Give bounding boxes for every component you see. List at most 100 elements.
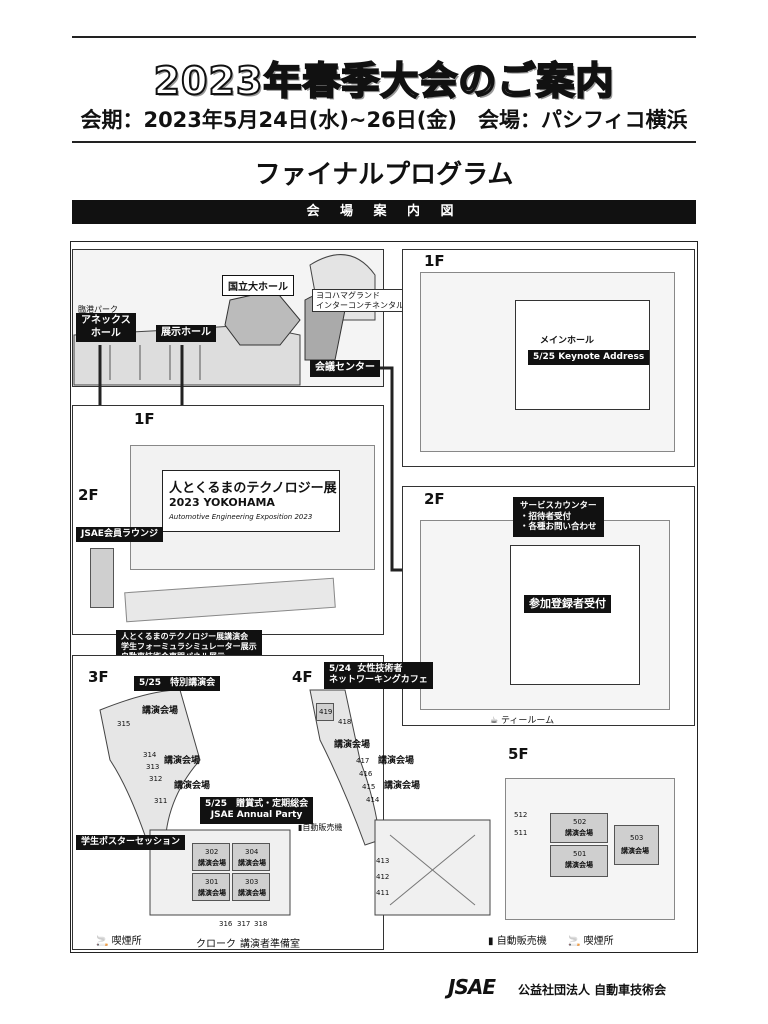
poster-session-label: 学生ポスターセッション [76, 835, 186, 851]
room-501: 501 [573, 850, 587, 858]
park-label: 臨港パーク [78, 305, 118, 314]
room-312: 312 [149, 775, 163, 783]
expo-title-box: 人とくるまのテクノロジー展 2023 YOKOHAMA Automotive E… [162, 470, 340, 532]
room-301: 301 [205, 878, 219, 886]
smoking-icon: 🚬 [96, 936, 109, 947]
page-title: 2023年春季大会のご案内 [153, 58, 615, 104]
room-302-hall: 講演会場 [198, 859, 226, 867]
right-1f-label: 1F [424, 252, 445, 270]
tea-room-label: ☕ ティールーム [490, 713, 554, 726]
room-414: 414 [366, 796, 380, 804]
main-hall-label: メインホール [540, 336, 595, 346]
5f-label: 5F [508, 745, 529, 763]
annex-hall-label: アネックス ホール [76, 313, 136, 342]
cloak-label: クローク [196, 939, 236, 950]
room-317: 317 [237, 920, 251, 928]
4f-lecture-hall-2: 講演会場 [378, 756, 415, 766]
tea-room-text: ティールーム [500, 716, 555, 726]
room-502-hall: 講演会場 [565, 829, 593, 837]
cup-icon: ☕ [490, 716, 499, 726]
jsae-logo: JSAE [448, 975, 496, 999]
room-503: 503 [630, 834, 644, 842]
room-313: 313 [146, 763, 160, 771]
keynote-label: 5/25 Keynote Address [528, 350, 650, 366]
legend-vending: ▮ 自動販売機 [488, 932, 547, 947]
4f-label: 4F [292, 668, 313, 686]
room-318: 318 [254, 920, 268, 928]
room-413: 413 [376, 857, 390, 865]
header-divider [72, 141, 696, 143]
vending-machine-icon: ▮ [298, 823, 303, 832]
room-412: 412 [376, 873, 390, 881]
registration-label: 参加登録者受付 [524, 595, 611, 613]
legend-smoking-text: 喫煙所 [583, 936, 614, 947]
room-415: 415 [362, 783, 376, 791]
room-304-block: 304 講演会場 [232, 843, 270, 871]
room-314: 314 [143, 751, 157, 759]
conference-center-label: 会議センター [310, 360, 380, 377]
exhibition-hall-label: 展示ホール [156, 325, 216, 342]
room-503-block: 503 講演会場 [614, 825, 659, 865]
event-dates-venue: 会期：2023年5月24日(水)~26日(金) 会場：パシフィコ横浜 [80, 108, 688, 132]
room-501-hall: 講演会場 [565, 861, 593, 869]
registration-area [510, 545, 640, 685]
top-rule [72, 36, 696, 38]
3f-lecture-hall-3: 講演会場 [174, 781, 211, 791]
vending-machine-icon: ▮ [488, 936, 494, 947]
3f-vending-label: ▮自動販売機 [298, 822, 342, 833]
room-302-block: 302 講演会場 [192, 843, 230, 871]
room-301-block: 301 講演会場 [192, 873, 230, 901]
legend-vending-text: 自動販売機 [496, 936, 547, 947]
speaker-prep-label: 講演者準備室 [240, 939, 300, 950]
exhibition-2f-label: 2F [78, 486, 99, 504]
room-417: 417 [356, 757, 370, 765]
room-302: 302 [205, 848, 219, 856]
room-512: 512 [514, 811, 528, 819]
room-316: 316 [219, 920, 233, 928]
room-311: 311 [154, 797, 168, 805]
room-418: 418 [338, 718, 352, 726]
lounge-area [90, 548, 114, 608]
right-2f-label: 2F [424, 490, 445, 508]
expo-title: 人とくるまのテクノロジー展 [169, 481, 337, 496]
room-503-hall: 講演会場 [621, 847, 649, 855]
4f-lecture-hall-1: 講演会場 [334, 740, 371, 750]
program-title: ファイナルプログラム [254, 160, 514, 190]
3f-lecture-hall-2: 講演会場 [164, 756, 201, 766]
room-502: 502 [573, 818, 587, 826]
national-hall-label: 国立大ホール [222, 275, 294, 296]
room-303-hall: 講演会場 [238, 889, 266, 897]
room-419-block: 419 [316, 703, 334, 721]
3f-label: 3F [88, 668, 109, 686]
room-303: 303 [245, 878, 259, 886]
room-411: 411 [376, 889, 390, 897]
annual-party-label: 5/25 贈賞式・定期総会 JSAE Annual Party [200, 797, 314, 824]
special-lecture-label: 5/25 特別講演会 [134, 676, 221, 692]
venue-map-frame [70, 241, 698, 953]
room-502-block: 502 講演会場 [550, 813, 608, 843]
room-501-block: 501 講演会場 [550, 845, 608, 877]
smoking-icon: 🚬 [568, 936, 581, 947]
room-419: 419 [319, 708, 333, 716]
org-name: 公益社団法人 自動車技術会 [518, 983, 667, 997]
service-counter-label: サービスカウンター ・招待者受付 ・各種お問い合わせ [513, 497, 604, 537]
room-301-hall: 講演会場 [198, 889, 226, 897]
room-511: 511 [514, 829, 528, 837]
expo-year: 2023 YOKOHAMA [169, 496, 275, 509]
room-304: 304 [245, 848, 259, 856]
3f-vending-text: 自動販売機 [302, 823, 343, 832]
room-315: 315 [117, 720, 131, 728]
room-303-block: 303 講演会場 [232, 873, 270, 901]
jsae-lounge-label: JSAE会員ラウンジ [76, 527, 163, 543]
exhibition-1f-label: 1F [134, 410, 155, 428]
3f-smoking-text: 喫煙所 [111, 936, 142, 947]
women-network-label: 5/24 女性技術者 ネットワーキングカフェ [324, 662, 433, 689]
section-bar: 会 場 案 内 図 [72, 200, 696, 224]
4f-lecture-hall-3: 講演会場 [384, 781, 421, 791]
room-416: 416 [359, 770, 373, 778]
3f-lecture-hall-1: 講演会場 [142, 706, 179, 716]
3f-smoking-label: 🚬 喫煙所 [96, 932, 142, 947]
room-304-hall: 講演会場 [238, 859, 266, 867]
legend-smoking: 🚬 喫煙所 [568, 932, 614, 947]
